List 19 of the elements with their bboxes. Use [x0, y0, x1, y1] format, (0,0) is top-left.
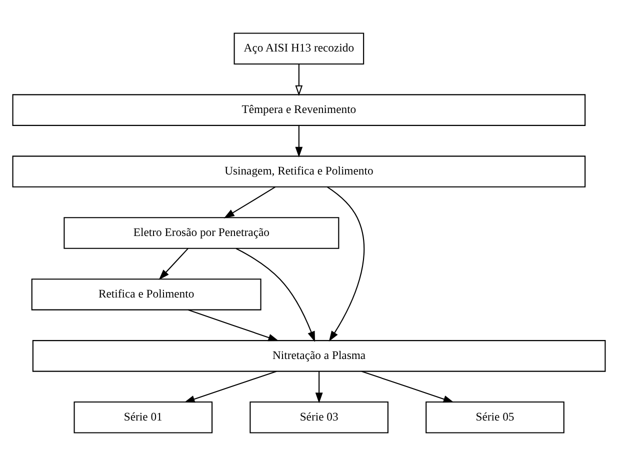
node-box: Retifica e Polimento [31, 278, 262, 310]
arrow [188, 309, 279, 342]
arrow [158, 248, 188, 280]
node-box: Nitretação a Plasma [32, 340, 606, 372]
arrow [315, 371, 323, 404]
node-box: Série 03 [250, 402, 388, 434]
arrow [295, 64, 303, 96]
arrow [224, 186, 276, 218]
arrow [184, 370, 277, 403]
node-box: Série 05 [426, 402, 564, 434]
arrow [361, 370, 454, 403]
node-box: Têmpera e Revenimento [12, 94, 586, 126]
arrow [326, 186, 365, 342]
node-box: Usinagem, Retifica e Polimento [12, 156, 586, 188]
arrow [236, 248, 316, 342]
arrow [295, 126, 303, 158]
node-box: Eletro Erosão por Penetração [64, 217, 340, 249]
node-box: Série 01 [74, 402, 213, 434]
node-box: Aço AISI H13 recozido [234, 32, 364, 64]
